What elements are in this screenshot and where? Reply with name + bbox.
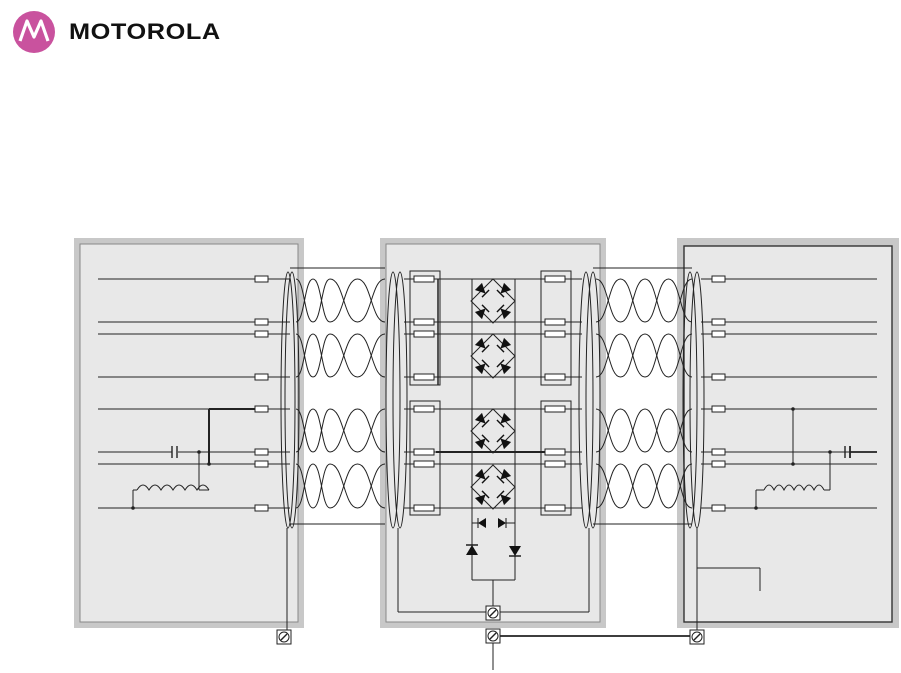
resistor <box>712 374 725 380</box>
resistor <box>414 449 434 455</box>
resistor <box>255 461 268 467</box>
resistor <box>255 331 268 337</box>
resistor <box>712 331 725 337</box>
resistor <box>545 505 565 511</box>
earth-terminal-icon <box>277 630 291 644</box>
resistor <box>255 276 268 282</box>
resistor <box>545 449 565 455</box>
resistor <box>712 461 725 467</box>
resistor <box>545 331 565 337</box>
resistor <box>255 406 268 412</box>
junction-dot <box>828 450 832 454</box>
resistor <box>255 374 268 380</box>
resistor <box>255 505 268 511</box>
resistor <box>414 406 434 412</box>
resistor <box>414 505 434 511</box>
resistor <box>545 319 565 325</box>
enclosure-panels <box>74 238 899 628</box>
resistor <box>545 276 565 282</box>
resistor <box>414 461 434 467</box>
earth-terminal-icon <box>486 629 500 643</box>
resistor <box>545 461 565 467</box>
resistor <box>255 449 268 455</box>
junction-dot <box>197 450 201 454</box>
resistor <box>712 449 725 455</box>
resistor <box>545 374 565 380</box>
junction-dot <box>791 462 795 466</box>
resistor <box>414 331 434 337</box>
earth-terminal-icon <box>690 630 704 644</box>
resistor <box>414 374 434 380</box>
junction-dot <box>207 462 211 466</box>
junction-dot <box>791 407 795 411</box>
resistor <box>712 319 725 325</box>
resistor <box>712 505 725 511</box>
resistor <box>255 319 268 325</box>
junction-dot <box>754 506 758 510</box>
resistor <box>545 406 565 412</box>
junction-dot <box>131 506 135 510</box>
resistor <box>414 319 434 325</box>
resistor <box>712 406 725 412</box>
earth-terminal-icon <box>486 606 500 620</box>
resistor <box>712 276 725 282</box>
resistor <box>414 276 434 282</box>
